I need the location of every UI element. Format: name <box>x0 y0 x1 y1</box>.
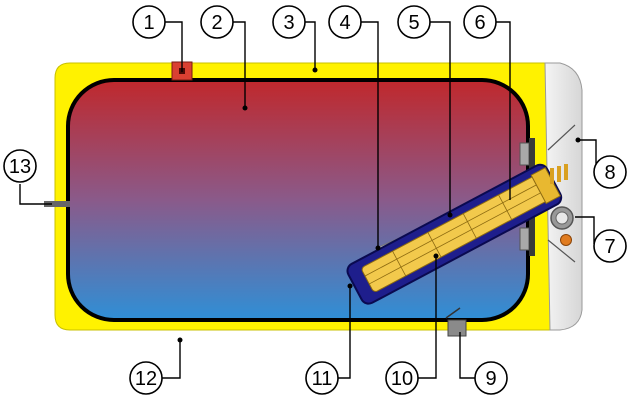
callout-3: 3 <box>272 5 306 39</box>
callout-11: 11 <box>305 361 339 395</box>
callout-label-13: 13 <box>9 156 31 178</box>
callout-label-10: 10 <box>391 368 413 390</box>
thermometer-face <box>555 211 569 225</box>
callout-label-9: 9 <box>485 368 496 390</box>
callout-1: 1 <box>132 5 166 39</box>
leader-lines <box>19 21 597 379</box>
callout-label-3: 3 <box>283 12 294 34</box>
callout-label-12: 12 <box>135 368 157 390</box>
side-cover <box>544 62 583 331</box>
callout-4: 4 <box>328 5 362 39</box>
callout-label-4: 4 <box>339 12 350 34</box>
heater-assembly <box>346 163 563 305</box>
heater-terminals <box>550 164 568 184</box>
callout-label-5: 5 <box>408 12 419 34</box>
callout-label-7: 7 <box>604 236 615 258</box>
callout-6: 6 <box>463 5 511 200</box>
callout-5: 5 <box>397 5 431 39</box>
callout-7: 7 <box>593 229 627 263</box>
callout-label-8: 8 <box>604 162 615 184</box>
callout-13: 13 <box>3 149 37 183</box>
drain-tick <box>445 307 461 319</box>
callout-9: 9 <box>474 361 508 395</box>
callout-label-1: 1 <box>143 12 154 34</box>
cover-edge-line <box>547 124 576 263</box>
indicator-lamp-icon <box>560 234 572 246</box>
inner-tank <box>66 78 530 322</box>
callout-12: 12 <box>129 361 163 395</box>
drain-fitting <box>447 319 467 337</box>
callout-10: 10 <box>385 361 419 395</box>
callout-label-11: 11 <box>312 368 333 390</box>
callout-label-2: 2 <box>211 12 222 34</box>
left-pipe <box>44 201 70 207</box>
callout-label-6: 6 <box>474 12 485 34</box>
flange-bolt-bottom <box>519 227 530 251</box>
callout-2: 2 <box>200 5 234 39</box>
callout-8: 8 <box>593 155 627 189</box>
flange-bolt-top <box>519 142 530 166</box>
